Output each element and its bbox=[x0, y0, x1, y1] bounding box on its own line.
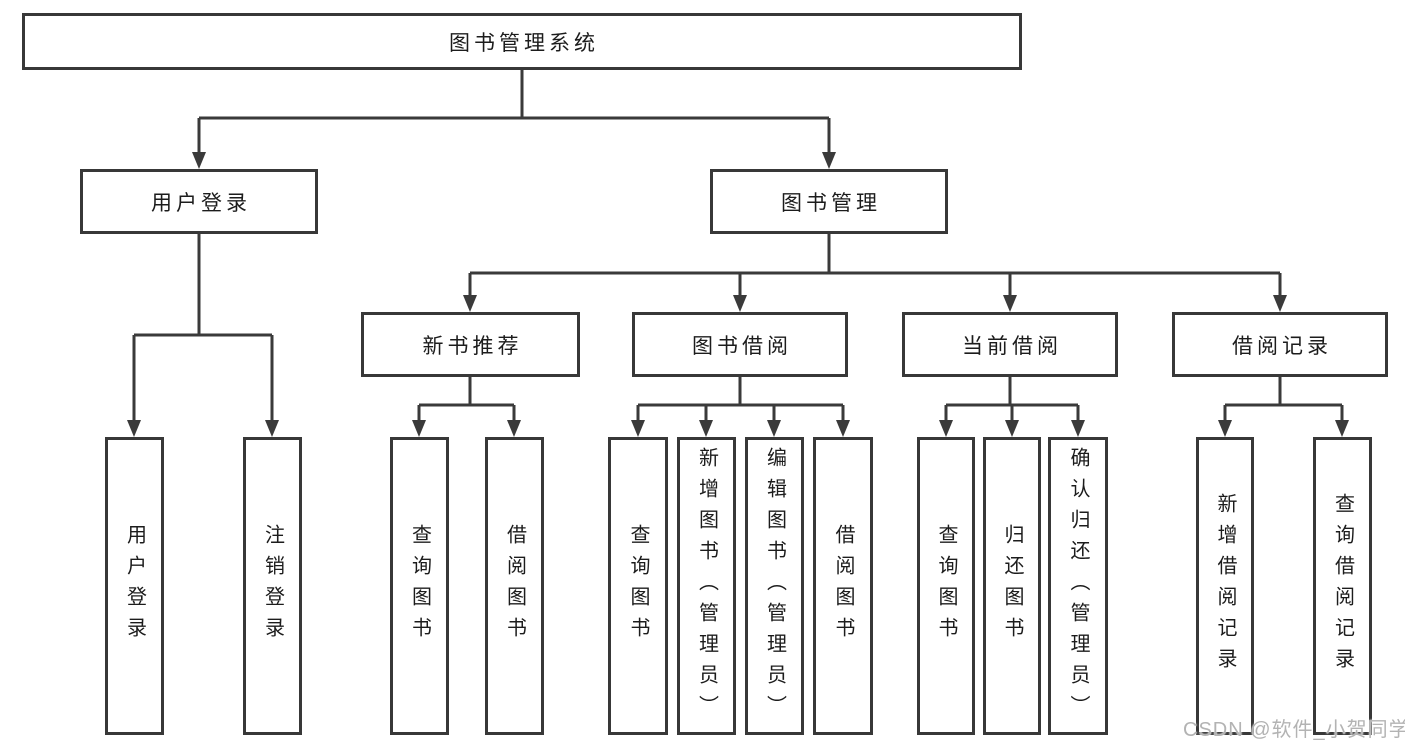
section-borrow-records: 借阅记录 bbox=[1172, 312, 1388, 377]
connector-book-branch bbox=[468, 234, 1282, 299]
leaf-current-query-book: 查询图书 bbox=[917, 437, 975, 735]
leaf-label: 归还图书 bbox=[1001, 524, 1023, 648]
leaf-return-book: 归还图书 bbox=[983, 437, 1041, 735]
branch-user-login-label: 用户登录 bbox=[151, 191, 251, 215]
connector-user-branch bbox=[132, 234, 274, 424]
connector-section-borrow bbox=[636, 377, 845, 424]
branch-book-management-label: 图书管理 bbox=[781, 191, 881, 215]
leaf-label: 用户登录 bbox=[123, 524, 146, 648]
leaf-borrow-query-book: 查询图书 bbox=[608, 437, 668, 735]
section-label: 当前借阅 bbox=[962, 334, 1062, 358]
leaf-label: 查询借阅记录 bbox=[1331, 493, 1354, 679]
leaf-edit-book-admin: 编辑图书（管理员） bbox=[745, 437, 804, 735]
section-label: 借阅记录 bbox=[1232, 334, 1332, 358]
leaf-add-borrow-record: 新增借阅记录 bbox=[1196, 437, 1254, 735]
connector-section-recommend bbox=[417, 377, 516, 424]
leaf-query-borrow-record: 查询借阅记录 bbox=[1313, 437, 1372, 735]
connector-root bbox=[197, 70, 831, 156]
leaf-recommend-borrow-book: 借阅图书 bbox=[485, 437, 544, 735]
node-root: 图书管理系统 bbox=[22, 13, 1022, 70]
section-new-book-recommend: 新书推荐 bbox=[361, 312, 580, 377]
leaf-label: 查询图书 bbox=[408, 524, 431, 648]
section-current-borrow: 当前借阅 bbox=[902, 312, 1118, 377]
leaf-user-login: 用户登录 bbox=[105, 437, 164, 735]
leaf-label: 编辑图书（管理员） bbox=[763, 446, 786, 726]
arrowheads bbox=[127, 152, 1349, 437]
leaf-label: 查询图书 bbox=[935, 524, 957, 648]
leaf-label: 确认归还（管理员） bbox=[1067, 446, 1089, 726]
leaf-label: 借阅图书 bbox=[503, 524, 526, 648]
leaf-add-book-admin: 新增图书（管理员） bbox=[677, 437, 736, 735]
leaf-confirm-return-admin: 确认归还（管理员） bbox=[1048, 437, 1108, 735]
branch-book-management: 图书管理 bbox=[710, 169, 948, 234]
leaf-label: 注销登录 bbox=[261, 524, 284, 648]
leaf-label: 新增借阅记录 bbox=[1214, 493, 1236, 679]
leaf-label: 新增图书（管理员） bbox=[695, 446, 718, 726]
node-root-label: 图书管理系统 bbox=[449, 31, 599, 55]
leaf-label: 查询图书 bbox=[627, 524, 649, 648]
leaf-recommend-query-book: 查询图书 bbox=[390, 437, 449, 735]
csdn-watermark: CSDN @软件_小贺同学 bbox=[1183, 719, 1405, 741]
section-label: 新书推荐 bbox=[422, 334, 523, 358]
section-label: 图书借阅 bbox=[692, 334, 792, 358]
branch-user-login: 用户登录 bbox=[80, 169, 318, 234]
section-book-borrow: 图书借阅 bbox=[632, 312, 848, 377]
leaf-borrow-book: 借阅图书 bbox=[813, 437, 873, 735]
leaf-label: 借阅图书 bbox=[832, 524, 854, 648]
connector-section-records bbox=[1223, 377, 1344, 424]
connector-section-current bbox=[944, 377, 1080, 424]
leaf-logout: 注销登录 bbox=[243, 437, 302, 735]
